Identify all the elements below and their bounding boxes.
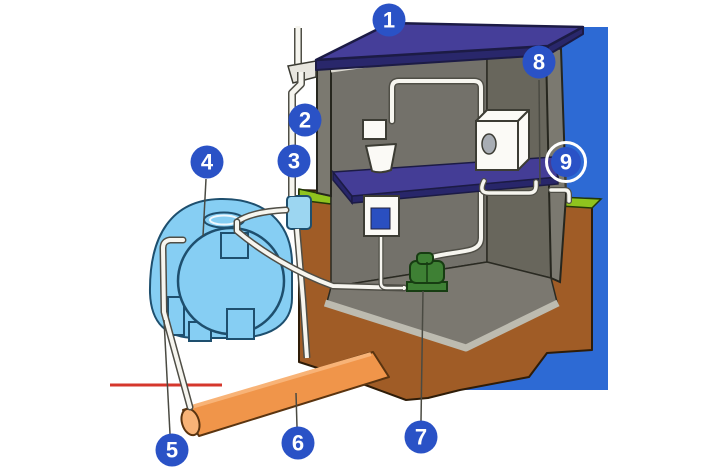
sewer-pipe-highlight (187, 352, 372, 410)
suction-pipe-core (235, 220, 406, 290)
washing-machine (475, 109, 530, 171)
callout-badge-2: 2 (288, 103, 322, 137)
toilet-cistern (362, 119, 387, 140)
control-cable-core (379, 236, 403, 290)
badge-label-1: 1 (383, 8, 395, 33)
toilet (362, 119, 397, 174)
garden-tap-core (549, 188, 571, 203)
badge-label-8: 8 (533, 50, 545, 75)
callout-lines (163, 79, 567, 435)
badge-circle-7 (404, 420, 438, 454)
badge-label-7: 7 (415, 425, 427, 450)
badge-ring-9 (545, 141, 587, 183)
badge-circle-3 (277, 144, 311, 178)
storage-tank (148, 197, 293, 342)
pump-top-cap (416, 252, 434, 265)
callout-badge-3: 3 (277, 144, 311, 178)
callout-line-6 (295, 392, 298, 428)
toilet-bowl (365, 143, 397, 174)
callout-badge-5: 5 (155, 433, 189, 467)
badge-label-9: 9 (560, 150, 572, 175)
callout-line-8 (538, 79, 541, 185)
badge-label-4: 4 (201, 150, 214, 175)
downpipe-filter (286, 195, 312, 230)
control-unit-screen (370, 207, 391, 230)
callout-line-7 (420, 290, 424, 422)
badge-circle-1 (372, 3, 406, 37)
badge-circle-4 (190, 145, 224, 179)
callout-badge-8: 8 (522, 45, 556, 79)
badge-circle-6 (281, 426, 315, 460)
pump-control-unit (363, 195, 400, 237)
callout-badge-4: 4 (190, 145, 224, 179)
sewer-pipe-end-cap (180, 407, 201, 437)
basement-floor-rim (323, 299, 560, 352)
callout-badge-1: 1 (372, 3, 406, 37)
branch-pipe-core (480, 179, 538, 195)
badge-circle-2 (288, 103, 322, 137)
badge-label-5: 5 (166, 438, 178, 463)
badge-label-6: 6 (292, 431, 304, 456)
callout-badge-9: 9 (545, 141, 587, 183)
filter-drain-core (295, 228, 309, 359)
riser-pipe-core (390, 79, 483, 259)
downpipe-core (289, 72, 304, 196)
callout-badge-7: 7 (404, 420, 438, 454)
badge-circle-9 (551, 147, 581, 177)
callout-line-4 (202, 178, 207, 237)
pump (406, 252, 448, 292)
tank-plate-bottom (226, 308, 255, 340)
badge-circle-8 (522, 45, 556, 79)
badge-label-3: 3 (288, 149, 300, 174)
washing-machine-side (517, 109, 530, 171)
washing-machine-door (481, 133, 497, 155)
badge-circle-5 (155, 433, 189, 467)
gutter-and-downpipe (287, 26, 317, 359)
sewer-pipe-body (182, 351, 390, 437)
filter-to-tank-pipe-core (235, 208, 288, 224)
callout-badge-6: 6 (281, 426, 315, 460)
overflow-pipe-core (161, 238, 192, 409)
sewer-pipe (180, 351, 390, 437)
badge-label-2: 2 (299, 108, 311, 133)
callout-line-5 (163, 319, 171, 435)
